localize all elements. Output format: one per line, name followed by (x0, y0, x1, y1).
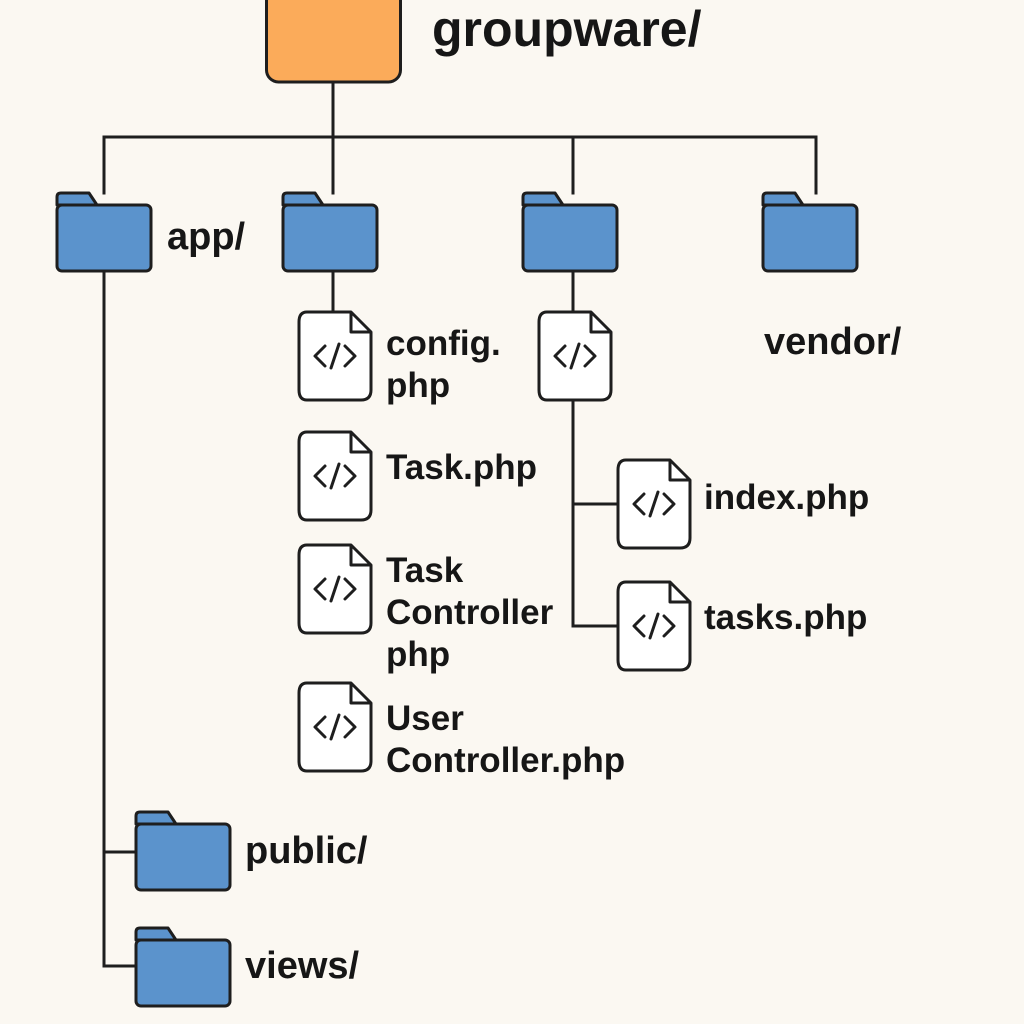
views-folder-label: views/ (245, 945, 360, 987)
tasks-php-label: tasks.php (704, 598, 868, 637)
task-controller-php-label: Task Controller php (386, 551, 554, 674)
code-file-icon[interactable] (537, 310, 613, 402)
public-folder-icon[interactable] (134, 810, 232, 892)
vendor-folder-label: vendor/ (764, 321, 902, 363)
user-controller-php-label: User Controller.php (386, 699, 626, 780)
root-folder-label: groupware/ (432, 1, 702, 57)
code-file-icon[interactable] (616, 580, 692, 672)
vendor-folder-icon[interactable] (761, 191, 859, 273)
code-file-icon[interactable] (297, 681, 373, 773)
unlabeled-folder-icon[interactable] (281, 191, 379, 273)
config-php-label: config. php (386, 324, 501, 405)
task-php-label: Task.php (386, 448, 538, 487)
app-folder-icon[interactable] (55, 191, 153, 273)
code-file-icon[interactable] (616, 458, 692, 550)
public-folder-label: public/ (245, 830, 368, 872)
views-folder-icon[interactable] (134, 926, 232, 1008)
root-folder-icon[interactable] (265, 0, 402, 84)
unlabeled-folder-icon-2[interactable] (521, 191, 619, 273)
code-file-icon[interactable] (297, 310, 373, 402)
code-file-icon[interactable] (297, 430, 373, 522)
index-php-label: index.php (704, 478, 870, 517)
app-folder-label: app/ (167, 216, 246, 258)
code-file-icon[interactable] (297, 543, 373, 635)
